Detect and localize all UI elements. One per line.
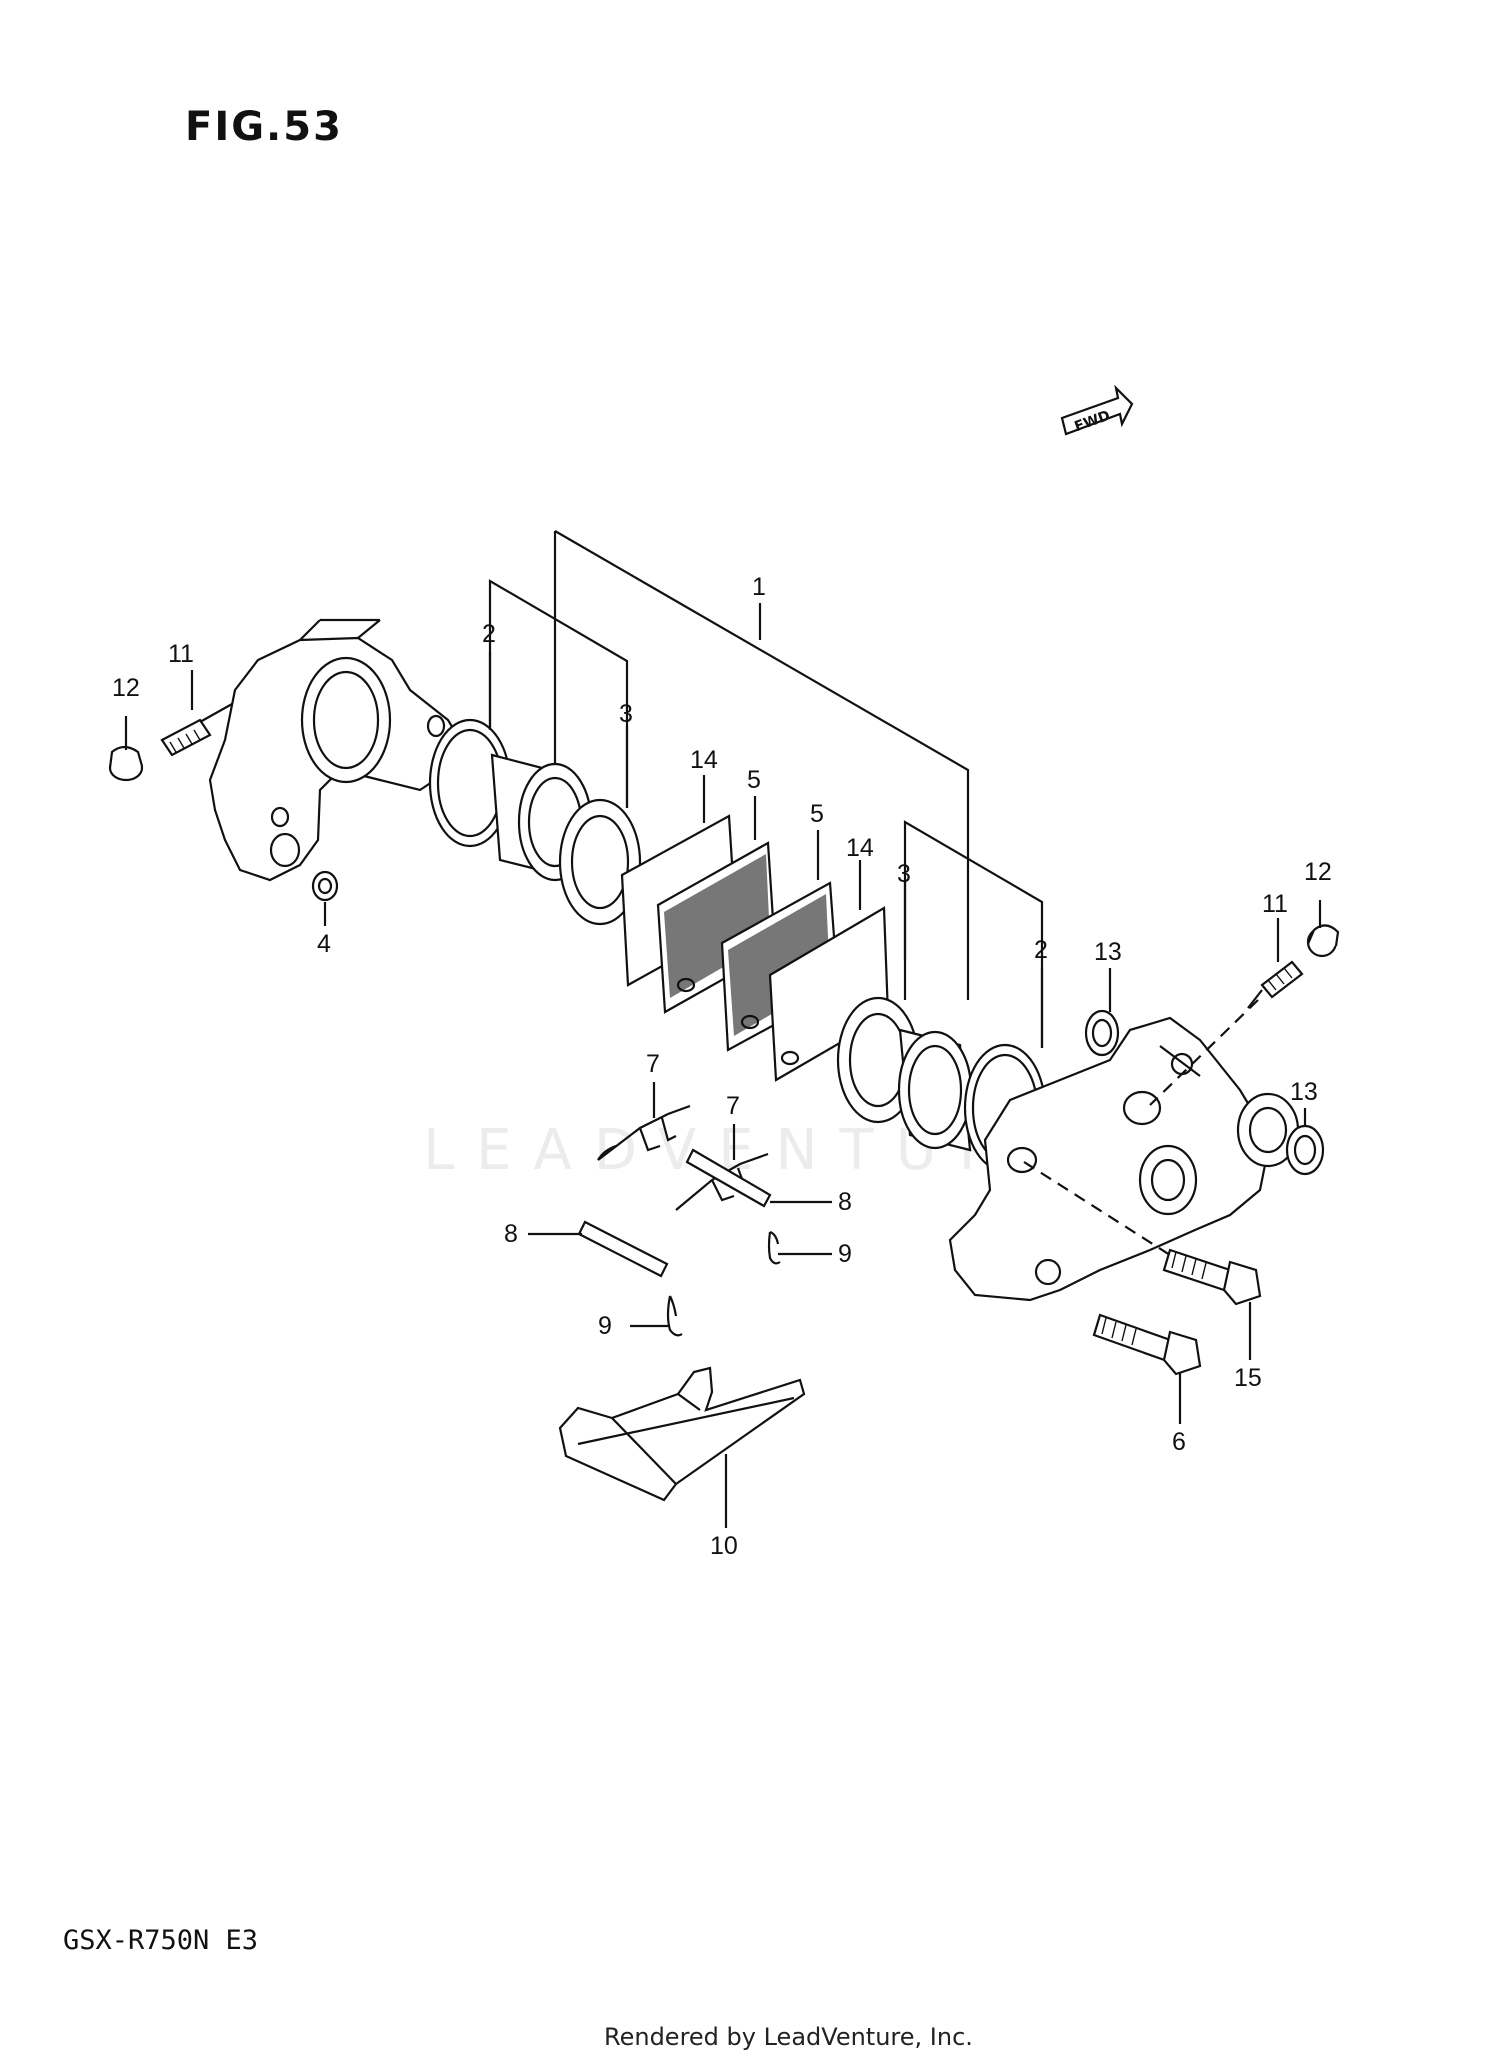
right-piston — [897, 1028, 973, 1152]
callout-4: 4 — [317, 930, 331, 958]
callout-2: 2 — [1034, 936, 1048, 964]
leader-lines — [124, 652, 1322, 1528]
right-caliper-housing — [948, 1016, 1300, 1302]
callout-6: 6 — [1172, 1428, 1186, 1456]
callout-9: 9 — [838, 1240, 852, 1268]
pad-pin-upper — [685, 1148, 772, 1208]
right-bleeder-screw — [1149, 960, 1304, 1106]
mounting-bolt-lower — [1092, 1313, 1202, 1376]
pad-cover — [558, 1366, 806, 1502]
pad-pin-lower — [577, 1220, 669, 1278]
right-bleeder-cap — [1306, 924, 1340, 958]
callout-14: 14 — [690, 746, 718, 774]
callout-2: 2 — [482, 620, 496, 648]
assembly-bracket-2-3-right — [903, 820, 1044, 1048]
callout-13: 13 — [1094, 938, 1122, 966]
callout-10: 10 — [710, 1532, 738, 1560]
callout-12: 12 — [1304, 858, 1332, 886]
callout-9: 9 — [598, 1312, 612, 1340]
right-o-ring-lower — [1285, 1124, 1325, 1176]
callout-7: 7 — [726, 1092, 740, 1120]
callout-5: 5 — [747, 766, 761, 794]
callout-11: 11 — [1262, 890, 1288, 918]
callout-8: 8 — [838, 1188, 852, 1216]
assembly-bracket-1 — [553, 530, 970, 1000]
pad-spring-left — [597, 1104, 691, 1161]
left-washer — [311, 870, 339, 902]
callout-3: 3 — [619, 700, 633, 728]
callout-8: 8 — [504, 1220, 518, 1248]
pin-clip-lower — [666, 1295, 683, 1337]
callout-5: 5 — [810, 800, 824, 828]
callout-14: 14 — [846, 834, 874, 862]
footer-credit: Rendered by LeadVenture, Inc. — [604, 2023, 973, 2051]
callout-11: 11 — [168, 640, 194, 668]
callout-3: 3 — [897, 860, 911, 888]
pin-clip-upper — [767, 1230, 781, 1265]
callout-13: 13 — [1290, 1078, 1318, 1106]
callout-12: 12 — [112, 674, 140, 702]
mounting-bolt-upper — [1023, 1161, 1262, 1306]
left-bleeder-cap — [108, 745, 144, 782]
figure-title: FIG.53 — [185, 104, 343, 150]
callout-7: 7 — [646, 1050, 660, 1078]
left-bleeder-screw — [160, 703, 233, 757]
fwd-arrow-icon: FWD — [1060, 384, 1134, 436]
callout-1: 1 — [752, 573, 766, 601]
callout-15: 15 — [1234, 1364, 1262, 1392]
left-dust-seal — [558, 798, 642, 926]
model-code: GSX-R750N E3 — [63, 1925, 259, 1956]
right-o-ring-upper — [1084, 1009, 1120, 1057]
left-caliper-housing — [208, 618, 462, 882]
